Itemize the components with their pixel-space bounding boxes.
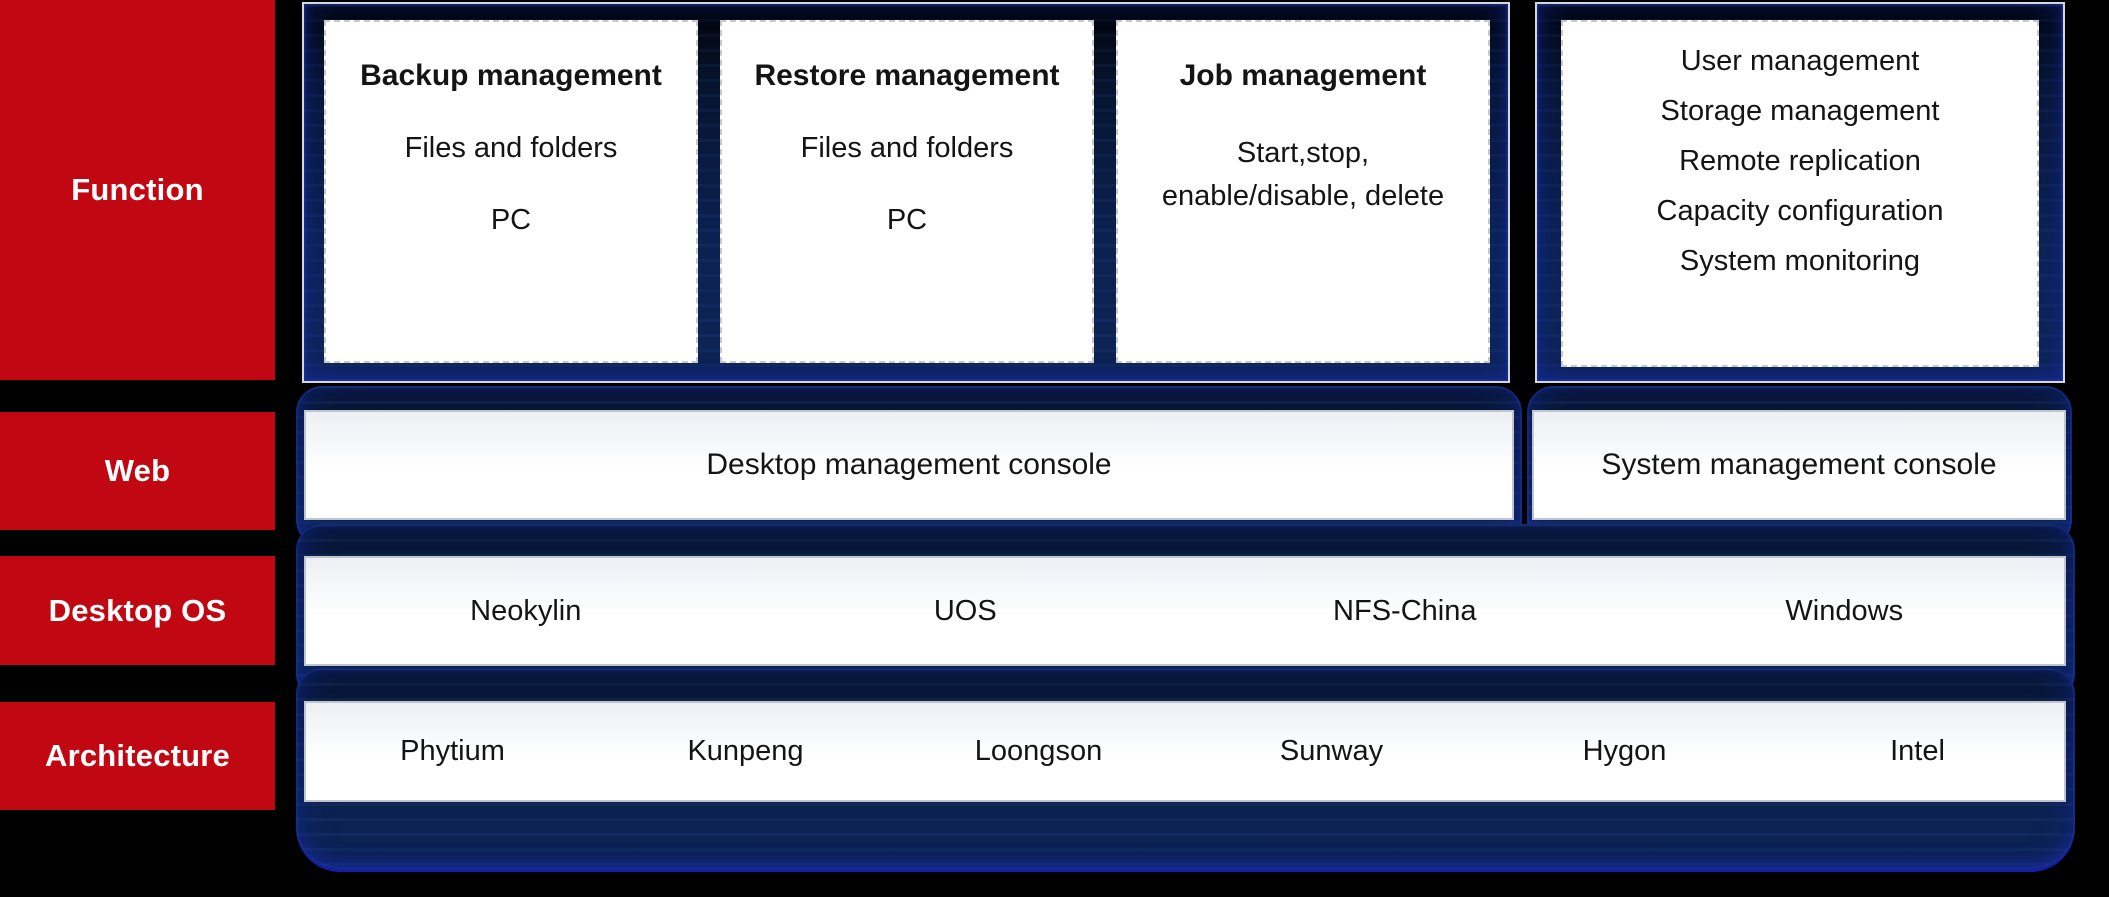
restore-management-title: Restore management	[754, 59, 1060, 92]
system-function-line: User management	[1680, 45, 1920, 77]
job-management-line: Start,stop, enable/disable, delete	[1161, 137, 1445, 212]
row-label-function: Function	[0, 0, 275, 380]
architecture-bar: Phytium Kunpeng Loongson Sunway Hygon In…	[304, 701, 2066, 802]
job-management-title: Job management	[1179, 59, 1427, 92]
arch-item-intel: Intel	[1890, 735, 1945, 767]
desktop-management-console-bar: Desktop management console	[304, 410, 1514, 520]
os-item-windows: Windows	[1785, 594, 1904, 627]
backup-management-title: Backup management	[360, 59, 662, 92]
system-function-line: Storage management	[1660, 95, 1940, 127]
restore-management-box: Restore management Files and folders PC	[720, 20, 1094, 363]
os-item-uos: UOS	[933, 594, 997, 627]
restore-management-line: Files and folders	[800, 132, 1014, 164]
arch-item-loongson: Loongson	[974, 735, 1103, 767]
arch-item-kunpeng: Kunpeng	[687, 735, 804, 767]
row-label-architecture: Architecture	[0, 702, 275, 810]
system-function-line: System monitoring	[1679, 245, 1921, 277]
row-label-desktop-os: Desktop OS	[0, 556, 275, 665]
system-functions-box: User management Storage management Remot…	[1561, 20, 2039, 367]
backup-management-line: Files and folders	[404, 132, 618, 164]
restore-management-line: PC	[886, 204, 928, 236]
function-right-panel: User management Storage management Remot…	[1535, 2, 2065, 383]
os-item-neokylin: Neokylin	[470, 594, 582, 627]
arch-item-phytium: Phytium	[400, 735, 505, 767]
desktop-os-bar: Neokylin UOS NFS-China Windows	[304, 556, 2066, 666]
arch-item-sunway: Sunway	[1279, 735, 1384, 767]
system-management-console-bar: System management console	[1532, 410, 2066, 520]
arch-item-hygon: Hygon	[1582, 735, 1667, 767]
backup-management-line: PC	[490, 204, 532, 236]
system-function-line: Capacity configuration	[1656, 195, 1944, 227]
row-label-web: Web	[0, 412, 275, 530]
os-item-nfs-china: NFS-China	[1333, 594, 1477, 627]
job-management-box: Job management Start,stop, enable/disabl…	[1116, 20, 1490, 363]
backup-management-box: Backup management Files and folders PC	[324, 20, 698, 363]
system-function-line: Remote replication	[1679, 145, 1921, 177]
function-left-panel: Backup management Files and folders PC R…	[302, 2, 1510, 383]
